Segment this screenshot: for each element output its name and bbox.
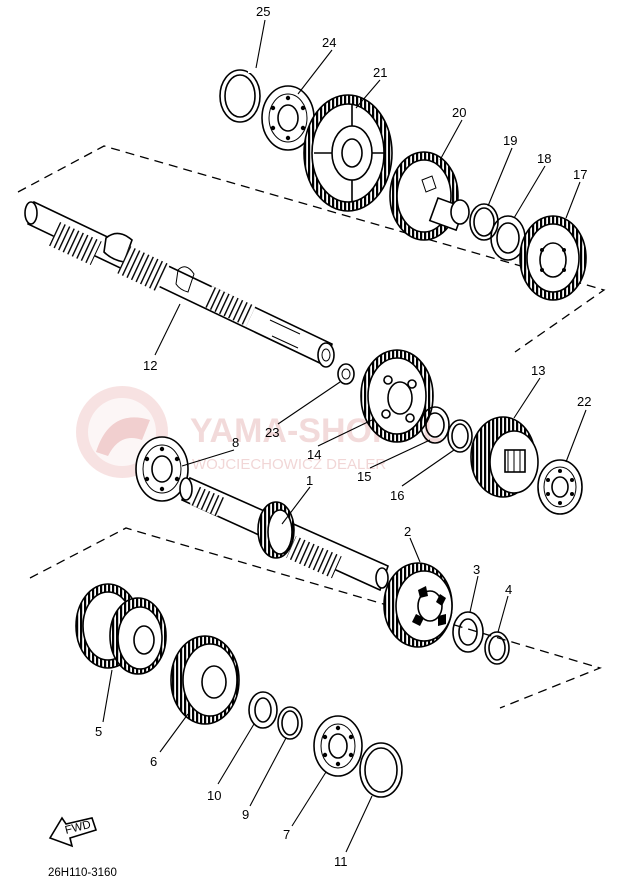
watermark: YAMA-SHOP.PL WOJCIECHOWICZ DEALER bbox=[76, 386, 443, 478]
callout-15: 15 bbox=[357, 469, 371, 484]
callout-24: 24 bbox=[322, 35, 336, 50]
bearing-7 bbox=[313, 715, 363, 777]
callout-10: 10 bbox=[207, 788, 221, 803]
callout-17: 17 bbox=[573, 167, 587, 182]
washer-10 bbox=[248, 691, 278, 729]
callout-23: 23 bbox=[265, 425, 279, 440]
callout-16: 16 bbox=[390, 488, 404, 503]
gear-2 bbox=[383, 562, 453, 648]
drive-axle-group-frame bbox=[17, 145, 606, 353]
callout-21: 21 bbox=[373, 65, 387, 80]
washer-15 bbox=[420, 406, 450, 444]
leader-lines bbox=[102, 19, 587, 853]
gear-17 bbox=[519, 215, 587, 301]
watermark-logo bbox=[76, 386, 168, 478]
callout-7: 7 bbox=[283, 827, 290, 842]
circlip-9 bbox=[277, 706, 303, 740]
callout-11: 11 bbox=[334, 854, 348, 869]
diagram-code: 26H110-3160 bbox=[48, 867, 117, 879]
circlip-19 bbox=[469, 203, 499, 241]
callout-18: 18 bbox=[537, 151, 551, 166]
callout-20: 20 bbox=[452, 105, 466, 120]
callout-19: 19 bbox=[503, 133, 517, 148]
callout-12: 12 bbox=[143, 358, 157, 373]
gear-13 bbox=[470, 416, 539, 498]
bearing-24 bbox=[261, 85, 315, 151]
callout-8: 8 bbox=[232, 435, 239, 450]
gear-21 bbox=[303, 94, 393, 212]
fwd-arrow-icon: FWD bbox=[48, 816, 98, 848]
watermark-subtitle: WOJCIECHOWICZ DEALER bbox=[192, 456, 386, 473]
gear-5 bbox=[75, 583, 167, 675]
callout-9: 9 bbox=[242, 807, 249, 822]
collar-23 bbox=[337, 363, 355, 385]
circlip-25 bbox=[219, 66, 261, 123]
circlip-4 bbox=[484, 631, 510, 665]
callout-labels: 25 24 21 20 19 18 17 12 23 14 15 16 13 2… bbox=[95, 4, 591, 869]
callout-2: 2 bbox=[404, 524, 411, 539]
callout-1: 1 bbox=[306, 473, 313, 488]
gear-6 bbox=[170, 635, 240, 725]
callout-13: 13 bbox=[531, 363, 545, 378]
main-axle-shaft bbox=[179, 476, 389, 592]
circlip-16 bbox=[447, 419, 473, 453]
drive-axle-shaft bbox=[24, 200, 335, 368]
gear-14 bbox=[360, 349, 434, 443]
callout-5: 5 bbox=[95, 724, 102, 739]
circlip-11 bbox=[359, 742, 403, 798]
callout-25: 25 bbox=[256, 4, 270, 19]
gear-20 bbox=[389, 151, 470, 241]
bearing-22 bbox=[537, 459, 583, 515]
washer-3 bbox=[452, 611, 484, 653]
callout-4: 4 bbox=[505, 582, 512, 597]
callout-14: 14 bbox=[307, 447, 321, 462]
callout-3: 3 bbox=[473, 562, 480, 577]
bearing-8 bbox=[135, 436, 189, 502]
callout-22: 22 bbox=[577, 394, 591, 409]
callout-6: 6 bbox=[150, 754, 157, 769]
